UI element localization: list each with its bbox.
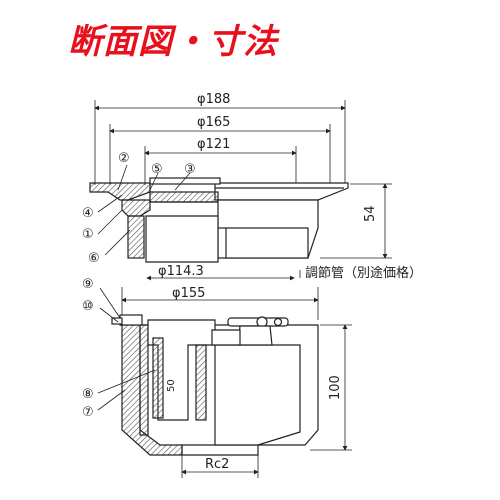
- callout-2: ②: [118, 151, 130, 166]
- callout-labels: ② ③ ⑤ ④ ① ⑥ ⑨ ⑩ ⑧ ⑦: [82, 151, 196, 420]
- dim-165-label: φ165: [197, 115, 230, 130]
- callout-4: ④: [82, 206, 94, 221]
- dim-155-label: φ155: [172, 286, 205, 301]
- dim-54-label: 54: [363, 205, 378, 222]
- drain-body: [89, 177, 349, 456]
- callout-1: ①: [82, 227, 94, 242]
- callout-8: ⑧: [82, 387, 94, 402]
- callout-5: ⑤: [151, 162, 163, 177]
- dimension-labels: φ188 φ165 φ121 φ114.3 φ155 54 100 50 Rc2…: [158, 92, 422, 472]
- grate: [149, 191, 219, 203]
- dim-100-label: 100: [328, 375, 343, 400]
- dim-188-label: φ188: [197, 92, 230, 107]
- dim-114-label: φ114.3: [158, 264, 204, 279]
- page-title: 断面図・寸法: [68, 22, 278, 62]
- dim-50-label: 50: [166, 379, 177, 392]
- callouts: [97, 164, 191, 411]
- adjustment-pipe-note: 調節管（別途価格）: [305, 265, 422, 281]
- callout-10: ⑩: [82, 299, 94, 314]
- dim-rc2-label: Rc2: [205, 457, 229, 472]
- callout-3: ③: [184, 162, 196, 177]
- callout-6: ⑥: [88, 251, 100, 266]
- callout-9: ⑨: [82, 277, 94, 292]
- callout-7: ⑦: [82, 405, 94, 420]
- dim-121-label: φ121: [197, 137, 230, 152]
